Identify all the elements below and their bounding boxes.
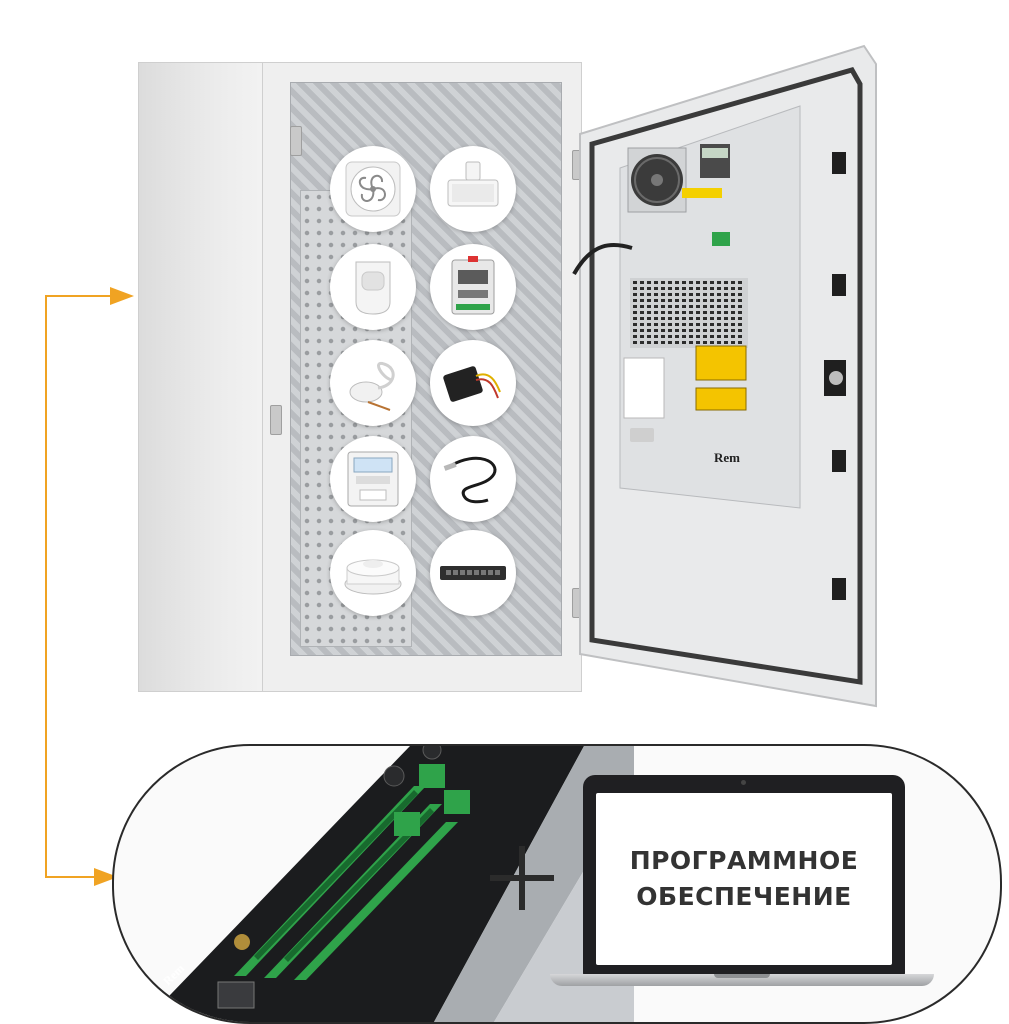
electric-meter-icon xyxy=(330,436,416,522)
cabinet-door: Rem xyxy=(572,42,884,710)
cabinet-latch xyxy=(270,405,282,435)
network-switch-icon xyxy=(430,530,516,616)
cabinet-hinge xyxy=(290,126,302,156)
temperature-humidity-sensor-icon xyxy=(430,340,516,426)
din-relay-module-icon xyxy=(430,244,516,330)
water-leak-sensor-icon xyxy=(330,340,416,426)
plus-icon xyxy=(490,846,554,910)
laptop-notch xyxy=(714,974,770,978)
laptop-base xyxy=(550,974,934,986)
smoke-detector-icon xyxy=(330,530,416,616)
laptop-camera xyxy=(741,780,746,785)
door-sensor-icon xyxy=(430,146,516,232)
temperature-probe-icon xyxy=(430,436,516,522)
motion-detector-icon xyxy=(330,244,416,330)
laptop-screen: ПРОГРАММНОЕ ОБЕСПЕЧЕНИЕ xyxy=(596,793,892,965)
ac-grille xyxy=(630,278,748,348)
arrow-head-top xyxy=(110,287,134,305)
software-label-line2: ОБЕСПЕЧЕНИЕ xyxy=(636,882,852,911)
vent-fan-icon xyxy=(330,146,416,232)
controller-board-image: Rem xyxy=(144,746,634,1022)
cabinet-side-panel xyxy=(138,62,270,692)
software-label-line1: ПРОГРАММНОЕ xyxy=(629,846,859,875)
ac-brand-logo: Rem xyxy=(714,450,740,465)
